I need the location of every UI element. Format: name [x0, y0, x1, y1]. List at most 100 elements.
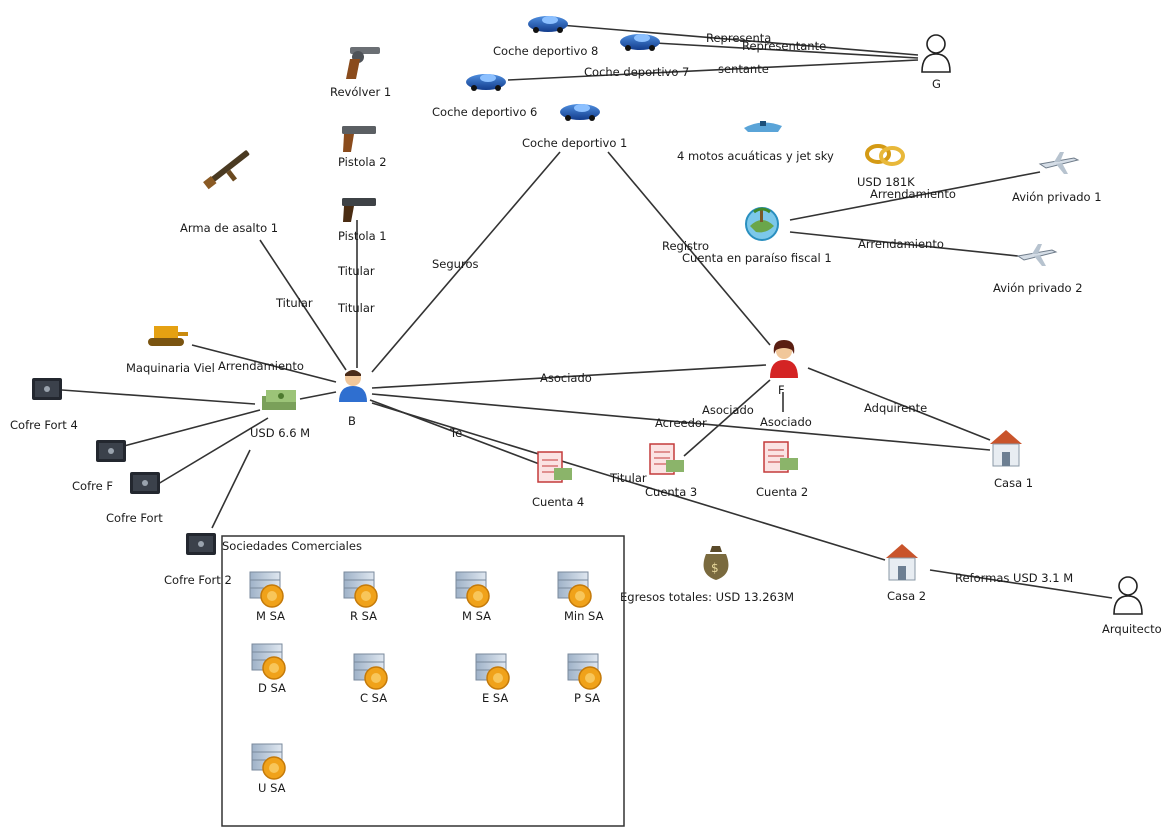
node-person-b[interactable]: B — [339, 370, 367, 428]
node-cofre-fort[interactable]: Cofre Fort — [106, 472, 163, 525]
company-node[interactable]: Min SA — [557, 571, 604, 623]
node-casa-1[interactable]: Casa 1 — [990, 430, 1033, 490]
edge-label-te: Te — [449, 426, 462, 440]
house-icon — [886, 544, 918, 581]
edge-label-seguros: Seguros — [432, 257, 478, 271]
edge-coche1-f — [607, 151, 771, 346]
edge-b-casa1 — [371, 393, 991, 451]
pistol-icon — [342, 126, 376, 152]
node-cuenta-paraiso-fiscal[interactable]: Cuenta en paraíso fiscal 1 — [682, 207, 832, 265]
node-label-cofre-fort-2: Cofre Fort 2 — [164, 573, 232, 587]
person-outline-icon — [921, 34, 951, 73]
company-label: C SA — [360, 691, 387, 705]
company-node[interactable]: U SA — [251, 743, 286, 795]
node-arma-de-asalto[interactable]: Arma de asalto 1 — [180, 149, 278, 235]
company-node[interactable]: M SA — [249, 571, 285, 623]
company-building-icon — [343, 571, 378, 608]
node-label-avion-1: Avión privado 1 — [1012, 190, 1102, 204]
money-stack-icon — [262, 390, 296, 410]
node-label-pistola-2: Pistola 2 — [338, 155, 387, 169]
edge-usd-cofref — [123, 409, 261, 447]
svg-text:$: $ — [711, 561, 719, 575]
node-pistola-2[interactable]: Pistola 2 — [338, 126, 387, 169]
company-label: P SA — [574, 691, 600, 705]
node-cofre-fort-2[interactable]: Cofre Fort 2 — [164, 533, 232, 587]
node-avion-privado-2[interactable]: Avión privado 2 — [993, 244, 1083, 295]
node-usd-181k[interactable]: USD 181K — [857, 144, 915, 189]
node-motos-acuaticas[interactable]: 4 motos acuáticas y jet sky — [677, 121, 834, 163]
edge-maq-b — [191, 344, 337, 383]
edge-label-asociado-cuenta3: Asociado — [702, 403, 754, 417]
edge-f-casa1 — [807, 367, 991, 441]
safe-icon — [96, 440, 126, 462]
edge-usd-b — [299, 391, 337, 400]
node-cuenta-2[interactable]: Cuenta 2 — [756, 441, 808, 499]
company-node[interactable]: E SA — [475, 653, 510, 705]
node-cofre-fort-4[interactable]: Cofre Fort 4 — [10, 378, 78, 432]
account-ledger-icon — [649, 443, 684, 475]
edge-label-arrendamiento-avion2: Arrendamiento — [858, 237, 944, 251]
edge-label-titular-arma: Titular — [275, 296, 313, 310]
edge-label-arrendamiento-maq: Arrendamiento — [218, 359, 304, 373]
company-label: D SA — [258, 681, 286, 695]
node-label-revolver: Revólver 1 — [330, 85, 391, 99]
node-coche-deportivo-1[interactable]: Coche deportivo 1 — [522, 104, 627, 150]
node-revolver[interactable]: Revólver 1 — [330, 47, 391, 99]
node-label-maquinaria: Maquinaria Viel — [126, 361, 215, 375]
node-maquinaria[interactable]: Maquinaria Viel — [126, 326, 215, 375]
edge-label-titular-pistola2: Titular — [337, 301, 375, 315]
node-coche-deportivo-8[interactable]: Coche deportivo 8 — [493, 16, 598, 58]
node-label-coche-7: Coche deportivo 7 — [584, 65, 689, 79]
node-casa-2[interactable]: Casa 2 — [886, 544, 926, 603]
node-label-cofre-fort: Cofre Fort — [106, 511, 163, 525]
node-coche-deportivo-7[interactable]: Coche deportivo 7 — [584, 34, 689, 79]
company-node[interactable]: M SA — [455, 571, 491, 623]
node-label-paraiso: Cuenta en paraíso fiscal 1 — [682, 251, 832, 265]
edge-coche1-b — [371, 151, 561, 373]
node-label-coche-8: Coche deportivo 8 — [493, 44, 598, 58]
node-label-arma: Arma de asalto 1 — [180, 221, 278, 235]
company-building-icon — [475, 653, 510, 690]
edge-coche7-g — [654, 42, 919, 59]
company-node[interactable]: R SA — [343, 571, 378, 623]
edge-coche8-g — [559, 24, 919, 56]
company-grid: M SA R SA M SA Min SA D SA C SA E SA P SA U SA — [249, 571, 604, 795]
company-node[interactable]: C SA — [353, 653, 388, 705]
company-building-icon — [455, 571, 490, 608]
company-label: M SA — [462, 609, 491, 623]
node-label-usd-181k: USD 181K — [857, 175, 915, 189]
node-cuenta-4[interactable]: Cuenta 4 — [532, 451, 584, 509]
edge-usd-cofre2 — [211, 449, 251, 529]
sociedades-box — [221, 535, 625, 827]
company-node[interactable]: D SA — [251, 643, 286, 695]
node-person-g[interactable]: G — [921, 34, 951, 91]
edge-label-asociado-bf: Asociado — [540, 371, 592, 385]
node-label-pistola-1: Pistola 1 — [338, 229, 387, 243]
node-pistola-1[interactable]: Pistola 1 — [338, 198, 387, 243]
node-label-g: G — [932, 77, 941, 91]
safe-icon — [130, 472, 160, 494]
edges — [61, 24, 1113, 599]
company-node[interactable]: P SA — [567, 653, 602, 705]
node-label-cuenta-2: Cuenta 2 — [756, 485, 808, 499]
node-avion-privado-1[interactable]: Avión privado 1 — [1012, 152, 1102, 204]
node-cofre-f[interactable]: Cofre F — [72, 440, 126, 493]
company-building-icon — [251, 643, 286, 680]
house-icon — [990, 430, 1022, 467]
node-usd-6-6m[interactable]: USD 6.6 M — [250, 390, 310, 440]
island-globe-icon — [745, 207, 779, 241]
node-label-cuenta-3: Cuenta 3 — [645, 485, 697, 499]
node-egresos-totales[interactable]: $ Egresos totales: USD 13.263M — [620, 546, 794, 604]
node-arquitecto[interactable]: Arquitecto — [1102, 576, 1162, 636]
node-cuenta-3[interactable]: Cuenta 3 — [645, 443, 697, 499]
edge-label-registro: Registro — [662, 239, 709, 253]
sports-car-icon — [620, 34, 660, 51]
edge-label-reformas: Reformas USD 3.1 M — [955, 571, 1073, 585]
node-label-avion-2: Avión privado 2 — [993, 281, 1083, 295]
node-label-cofre-f: Cofre F — [72, 479, 113, 493]
person-female-icon — [770, 340, 798, 378]
pistol-icon — [342, 198, 376, 222]
node-person-f[interactable]: F — [770, 340, 798, 397]
node-coche-deportivo-6[interactable]: Coche deportivo 6 — [432, 74, 537, 119]
